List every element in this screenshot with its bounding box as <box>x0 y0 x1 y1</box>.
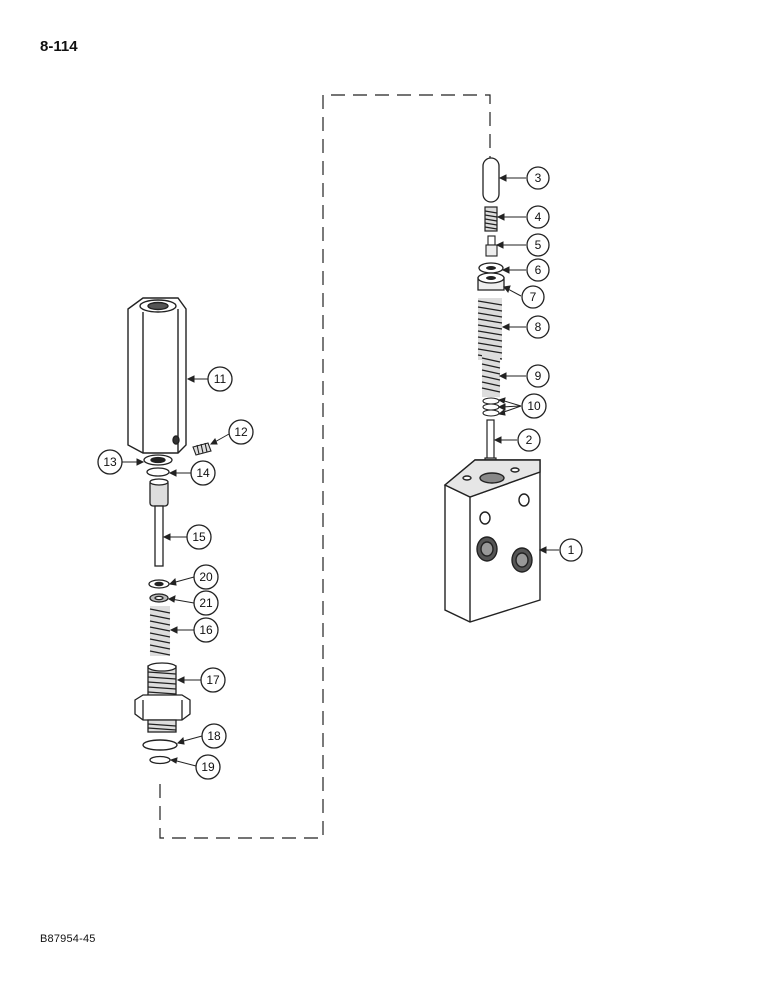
part-8-large-spring <box>477 298 503 360</box>
dashed-assembly-connector <box>159 94 491 839</box>
part-12-set-screw <box>192 442 212 456</box>
svg-text:19: 19 <box>201 760 215 774</box>
svg-text:14: 14 <box>196 466 210 480</box>
part-17-adjuster-plug <box>134 662 191 733</box>
svg-text:3: 3 <box>535 171 542 185</box>
svg-text:12: 12 <box>234 425 248 439</box>
part-4-small-spring <box>484 206 498 232</box>
callout-9: 9 <box>526 364 550 388</box>
svg-text:20: 20 <box>199 570 213 584</box>
callout-20: 20 <box>193 564 219 590</box>
part-9-spring <box>481 355 501 397</box>
callout-19: 19 <box>195 754 221 780</box>
leader-lines <box>122 174 559 767</box>
callout-21: 21 <box>193 590 219 616</box>
svg-text:5: 5 <box>535 238 542 252</box>
svg-text:2: 2 <box>526 433 533 447</box>
svg-text:9: 9 <box>535 369 542 383</box>
part-10-shims <box>482 397 500 417</box>
figure-code: B87954-45 <box>40 933 96 945</box>
svg-text:17: 17 <box>206 673 220 687</box>
part-20-washer <box>148 579 170 589</box>
svg-text:11: 11 <box>214 372 227 386</box>
callout-5: 5 <box>526 233 550 257</box>
callout-4: 4 <box>526 205 550 229</box>
svg-text:16: 16 <box>199 623 213 637</box>
callout-15: 15 <box>186 524 212 550</box>
part-15-plunger <box>149 478 169 567</box>
part-21-o-ring <box>149 593 169 603</box>
callout-2: 2 <box>517 428 541 452</box>
callout-7: 7 <box>521 285 545 309</box>
svg-text:8: 8 <box>535 320 542 334</box>
callout-3: 3 <box>526 166 550 190</box>
part-6-washer <box>478 262 504 274</box>
callout-12: 12 <box>228 419 254 445</box>
callouts: 3 4 5 6 7 8 9 10 2 1 11 12 13 14 15 20 2… <box>97 166 583 780</box>
callout-8: 8 <box>526 315 550 339</box>
part-7-nut <box>477 272 505 291</box>
callout-11: 11 <box>207 366 233 392</box>
part-5-pin <box>485 235 498 257</box>
svg-text:4: 4 <box>535 210 542 224</box>
svg-text:6: 6 <box>535 263 542 277</box>
callout-18: 18 <box>201 723 227 749</box>
part-18-o-ring <box>142 739 178 751</box>
svg-text:7: 7 <box>530 290 537 304</box>
part-11-hex-housing <box>127 297 187 454</box>
svg-text:18: 18 <box>207 729 221 743</box>
part-19-o-ring <box>149 755 171 765</box>
callout-13: 13 <box>97 449 123 475</box>
part-3-cap <box>482 157 500 203</box>
part-14-o-ring <box>146 467 170 477</box>
callout-6: 6 <box>526 258 550 282</box>
svg-text:10: 10 <box>527 399 541 413</box>
svg-text:21: 21 <box>199 596 213 610</box>
part-13-washer <box>143 454 173 466</box>
svg-text:15: 15 <box>192 530 206 544</box>
callout-17: 17 <box>200 667 226 693</box>
part-1-valve-body <box>443 459 541 623</box>
callout-1: 1 <box>559 538 583 562</box>
part-16-spring <box>149 606 171 656</box>
callout-14: 14 <box>190 460 216 486</box>
callout-16: 16 <box>193 617 219 643</box>
svg-text:1: 1 <box>568 543 575 557</box>
svg-text:13: 13 <box>103 455 117 469</box>
callout-10: 10 <box>521 393 547 419</box>
page-number: 8-114 <box>40 38 78 55</box>
